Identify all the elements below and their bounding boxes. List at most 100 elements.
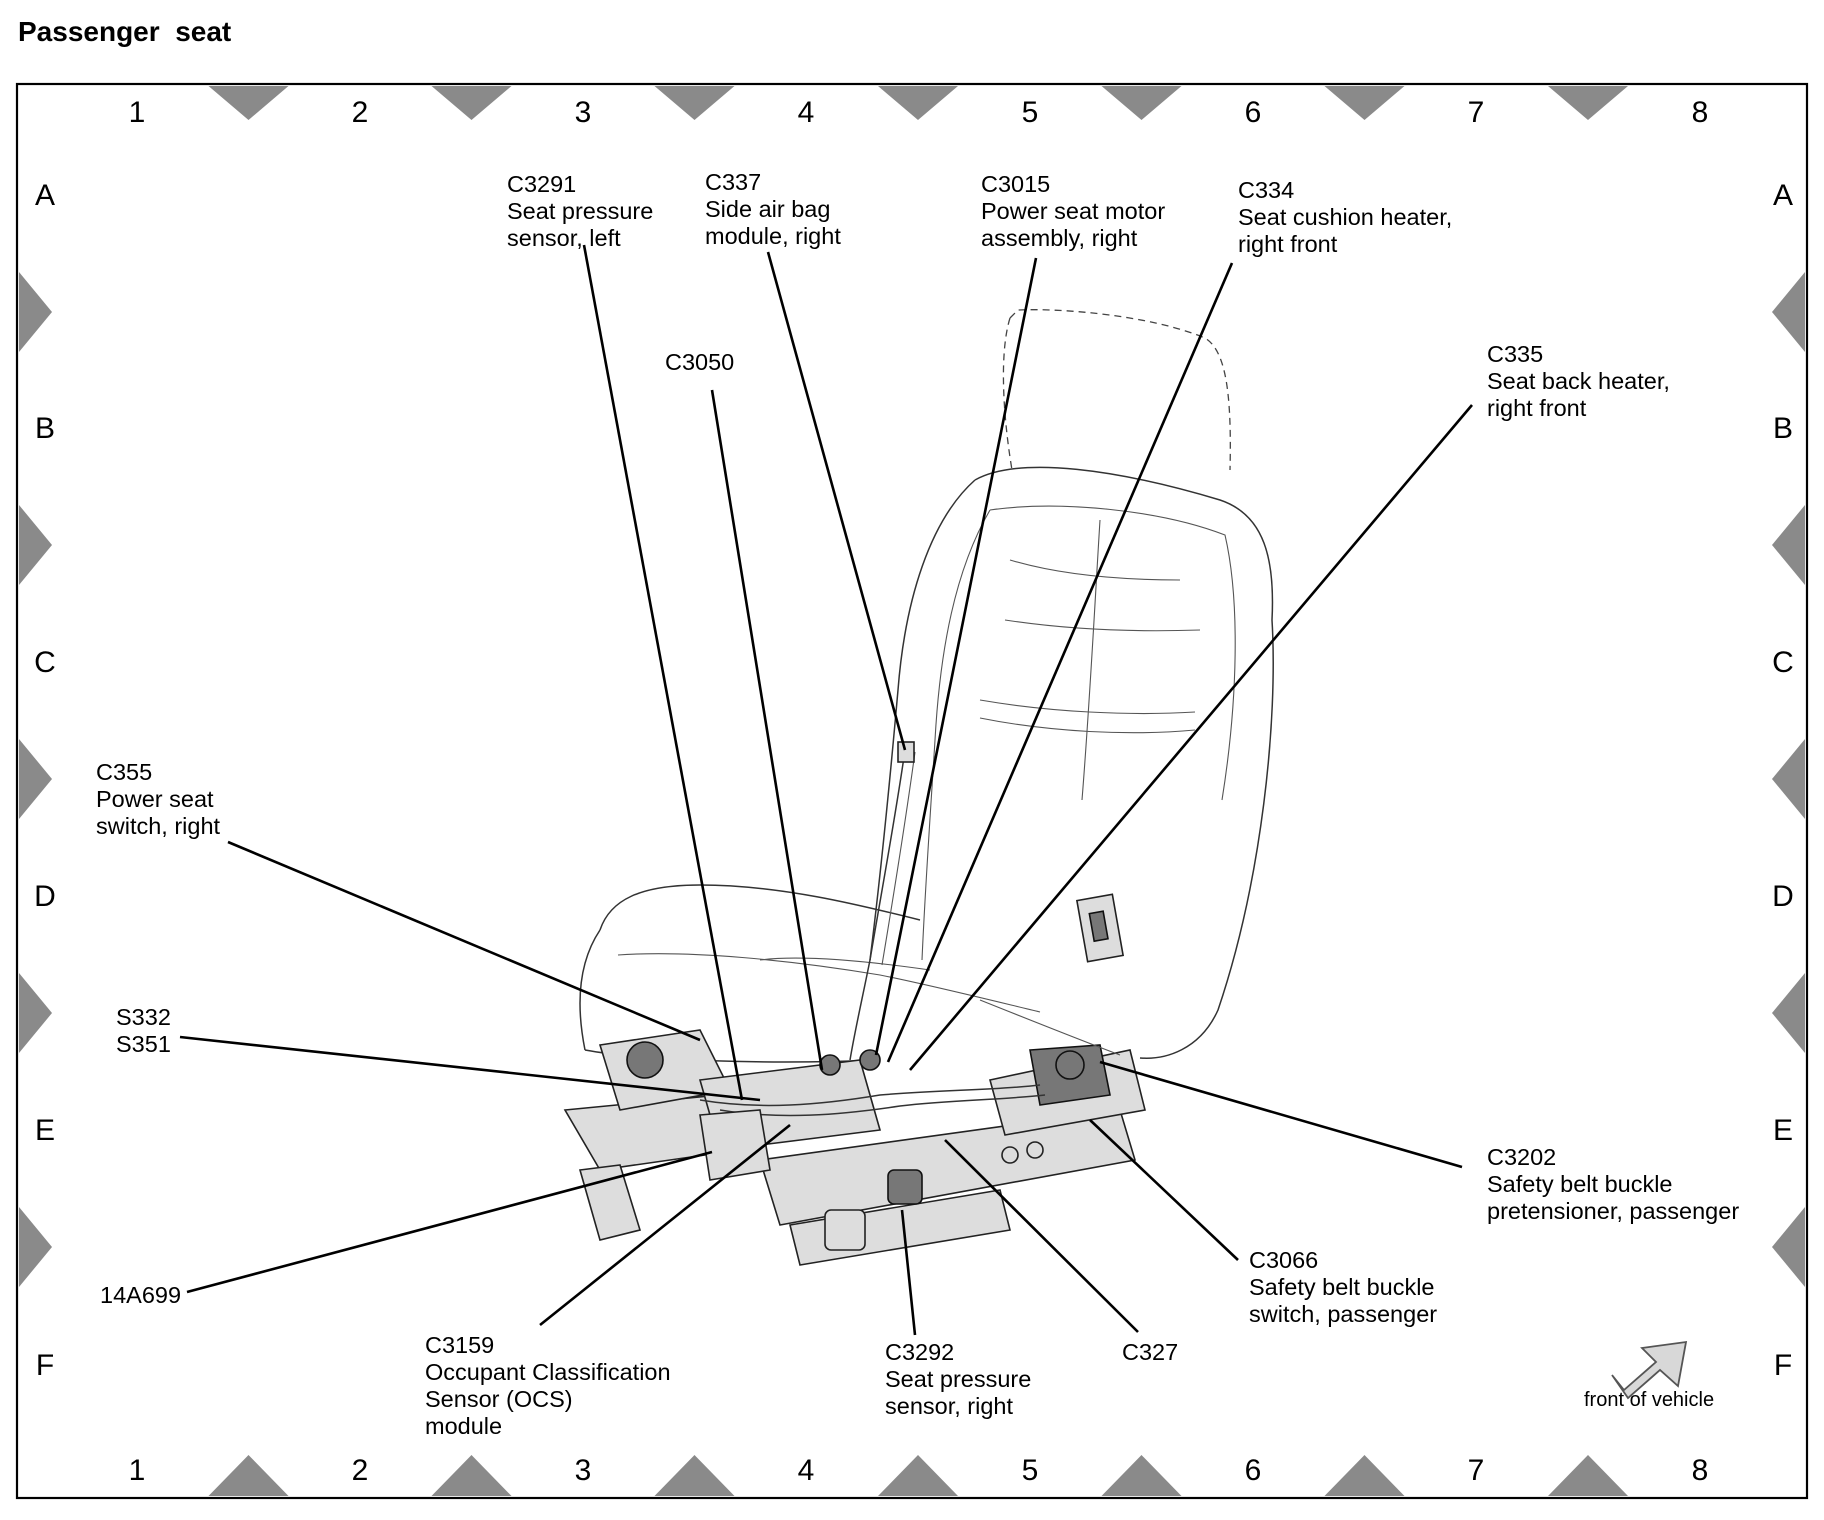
- callout-c3202-line: Safety belt buckle: [1487, 1171, 1673, 1197]
- callout-c327: C327: [1122, 1339, 1178, 1365]
- callout-c3292-line: C3292: [885, 1339, 954, 1365]
- grid-col-bottom-1: 1: [129, 1454, 146, 1487]
- grid-row-left-C: C: [34, 646, 56, 679]
- leader-c337: [766, 251, 907, 751]
- callout-c355-line: C355: [96, 759, 152, 785]
- grid-marker-bottom-2: [431, 1455, 512, 1496]
- callout-c335-line: C335: [1487, 341, 1543, 367]
- grid-marker-top-3: [654, 86, 735, 120]
- grid-col-top-1: 1: [129, 96, 146, 129]
- grid-marker-top-1: [208, 86, 289, 120]
- grid-marker-right-1: [1772, 272, 1805, 352]
- grid-marker-left-2: [19, 505, 52, 585]
- callout-c3292-line: Seat pressure: [885, 1366, 1031, 1392]
- callout-c3015-line: assembly, right: [981, 225, 1138, 251]
- grid-marker-right-2: [1772, 505, 1805, 585]
- leader-c3015: [874, 257, 1038, 1056]
- grid-row-right-B: B: [1773, 412, 1793, 445]
- callout-c355-line: switch, right: [96, 813, 221, 839]
- grid-col-top-4: 4: [798, 96, 815, 129]
- callout-c3066-line: C3066: [1249, 1247, 1318, 1273]
- grid-col-top-2: 2: [352, 96, 369, 129]
- front-of-vehicle-arrow-icon: [1611, 1340, 1688, 1400]
- grid-row-left-F: F: [36, 1349, 54, 1382]
- grid-marker-right-3: [1772, 739, 1805, 819]
- page-title: Passenger seat: [18, 16, 232, 47]
- grid-markers: [19, 86, 1805, 1496]
- grid-marker-bottom-3: [654, 1455, 735, 1496]
- grid-marker-top-2: [431, 86, 512, 120]
- grid-col-bottom-2: 2: [352, 1454, 369, 1487]
- grid-col-bottom-8: 8: [1692, 1454, 1709, 1487]
- callout-c3159-line: C3159: [425, 1332, 494, 1358]
- grid-col-bottom-7: 7: [1468, 1454, 1485, 1487]
- grid-marker-top-7: [1548, 86, 1628, 120]
- grid-marker-bottom-5: [1101, 1455, 1182, 1496]
- grid-marker-bottom-4: [878, 1455, 958, 1496]
- callout-c334-line: C334: [1238, 177, 1294, 203]
- leader-c334: [886, 262, 1234, 1063]
- callout-c337-line: Side air bag: [705, 196, 830, 222]
- grid-row-right-E: E: [1773, 1114, 1793, 1147]
- grid-marker-bottom-1: [208, 1455, 289, 1496]
- callout-c3050: C3050: [665, 349, 734, 375]
- leader-c3066: [1089, 1119, 1239, 1261]
- leader-c3050: [710, 389, 824, 1071]
- grid-marker-left-5: [19, 1207, 52, 1287]
- grid-col-bottom-4: 4: [798, 1454, 815, 1487]
- grid-marker-left-4: [19, 973, 52, 1053]
- leader-14a699: [186, 1150, 713, 1294]
- grid-marker-top-5: [1101, 86, 1182, 120]
- grid-col-top-5: 5: [1022, 96, 1039, 129]
- callout-c334-line: right front: [1238, 231, 1338, 257]
- callout-s332-line: S332: [116, 1004, 171, 1030]
- callout-c335-line: right front: [1487, 395, 1587, 421]
- callout-c3202-line: C3202: [1487, 1144, 1556, 1170]
- callout-c3291-line: C3291: [507, 171, 576, 197]
- leader-s332: [179, 1035, 761, 1102]
- callout-c3050-line: C3050: [665, 349, 734, 375]
- callout-c335-line: Seat back heater,: [1487, 368, 1670, 394]
- callout-n14a699-line: 14A699: [100, 1282, 181, 1308]
- leader-c327: [944, 1139, 1139, 1333]
- grid-col-top-7: 7: [1468, 96, 1485, 129]
- grid-marker-top-4: [878, 86, 958, 120]
- callout-c327-line: C327: [1122, 1339, 1178, 1365]
- callout-c3066-line: Safety belt buckle: [1249, 1274, 1435, 1300]
- leader-lines: [179, 244, 1473, 1336]
- callout-c3015-line: C3015: [981, 171, 1050, 197]
- front-of-vehicle-label: front of vehicle: [1584, 1389, 1714, 1411]
- callout-s332-line: S351: [116, 1031, 171, 1057]
- grid-marker-top-6: [1324, 86, 1405, 120]
- callout-c3159-line: module: [425, 1413, 502, 1439]
- grid-row-right-D: D: [1772, 880, 1794, 913]
- grid-col-bottom-6: 6: [1245, 1454, 1262, 1487]
- grid-marker-bottom-7: [1548, 1455, 1628, 1496]
- callout-c3066-line: switch, passenger: [1249, 1301, 1437, 1327]
- callout-c337-line: module, right: [705, 223, 841, 249]
- grid-row-right-F: F: [1774, 1349, 1792, 1382]
- seat-illustration: [563, 309, 1274, 1266]
- callout-c3292-line: sensor, right: [885, 1393, 1013, 1419]
- grid-row-right-A: A: [1773, 179, 1793, 212]
- callout-c3291-line: Seat pressure: [507, 198, 653, 224]
- grid-col-bottom-5: 5: [1022, 1454, 1039, 1487]
- leader-c3291: [582, 244, 744, 1101]
- grid-marker-right-5: [1772, 1207, 1805, 1287]
- leader-c3292: [900, 1209, 917, 1336]
- grid-marker-left-1: [19, 272, 52, 352]
- leader-c335: [909, 404, 1473, 1071]
- grid-col-top-8: 8: [1692, 96, 1709, 129]
- grid-col-top-3: 3: [575, 96, 592, 129]
